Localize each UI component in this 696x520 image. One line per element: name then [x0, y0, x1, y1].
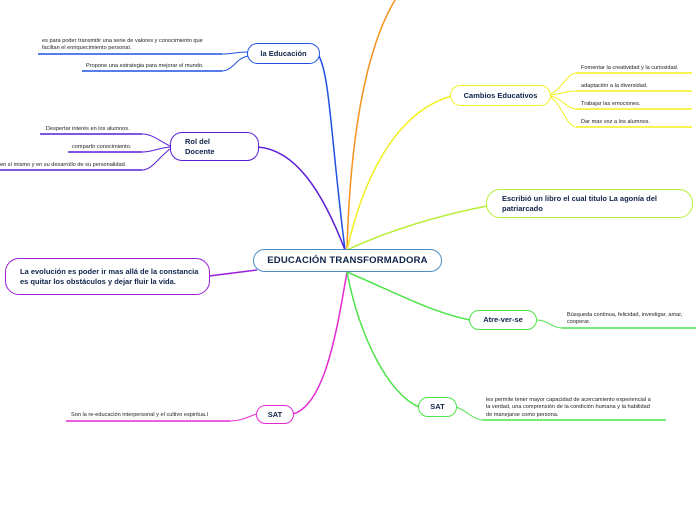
topic-label: SAT — [430, 402, 445, 412]
topic-la-evolucion[interactable]: La evolución es poder ir mas allá de la … — [5, 258, 210, 295]
leaf-sat-right-1[interactable]: les permite tener mayor capacidad de ace… — [486, 397, 651, 418]
leaf-cambios-3[interactable]: Trabajar las emociones. — [581, 101, 641, 107]
topic-cambios-educativos[interactable]: Cambios Educativos — [450, 85, 551, 106]
topic-sat-left[interactable]: SAT — [256, 405, 294, 424]
leaf-sat-left-1[interactable]: Son la re-educación interpersonal y el c… — [71, 412, 208, 418]
topic-label: la Educación — [260, 48, 307, 58]
topic-label: Atre-ver-se — [483, 315, 523, 325]
topic-la-educacion[interactable]: la Educación — [247, 43, 320, 64]
leaf-cambios-2[interactable]: adaptación a la diversidad. — [581, 83, 648, 89]
topic-rol-del-docente[interactable]: Rol del Docente — [170, 132, 259, 161]
topic-label: La evolución es poder ir mas allá de la … — [20, 267, 199, 286]
central-topic-label: EDUCACIÓN TRANSFORMADORA — [267, 255, 428, 266]
leaf-educacion-2[interactable]: Propone una estrategia para mejorar el m… — [86, 63, 204, 69]
leaf-cambios-1[interactable]: Fomentar la creatividad y la curiosidad. — [581, 65, 679, 71]
topic-label: Escribió un libro el cual titulo La agon… — [502, 194, 658, 213]
topic-label: Rol del Docente — [185, 137, 215, 156]
leaf-docente-1[interactable]: Despertar interés en los alumnos. — [46, 126, 130, 132]
leaf-atreverse-1[interactable]: Búsqueda continua, felicidad, investigar… — [567, 312, 683, 326]
leaf-cambios-4[interactable]: Dar mas voz a los alumnos. — [581, 119, 651, 125]
leaf-docente-2[interactable]: compartir conocimiento. — [72, 144, 132, 150]
topic-libro[interactable]: Escribió un libro el cual titulo La agon… — [486, 189, 693, 218]
topic-label: SAT — [267, 409, 283, 419]
central-topic[interactable]: EDUCACIÓN TRANSFORMADORA — [253, 249, 442, 272]
leaf-docente-3[interactable]: en sí mismo y en su desarrollo de su per… — [0, 162, 127, 168]
topic-atre-ver-se[interactable]: Atre-ver-se — [469, 310, 537, 330]
topic-label: Cambios Educativos — [463, 90, 538, 100]
topic-sat-right[interactable]: SAT — [418, 397, 457, 417]
leaf-educacion-1[interactable]: es para poder transmitir una serie de va… — [42, 38, 203, 52]
